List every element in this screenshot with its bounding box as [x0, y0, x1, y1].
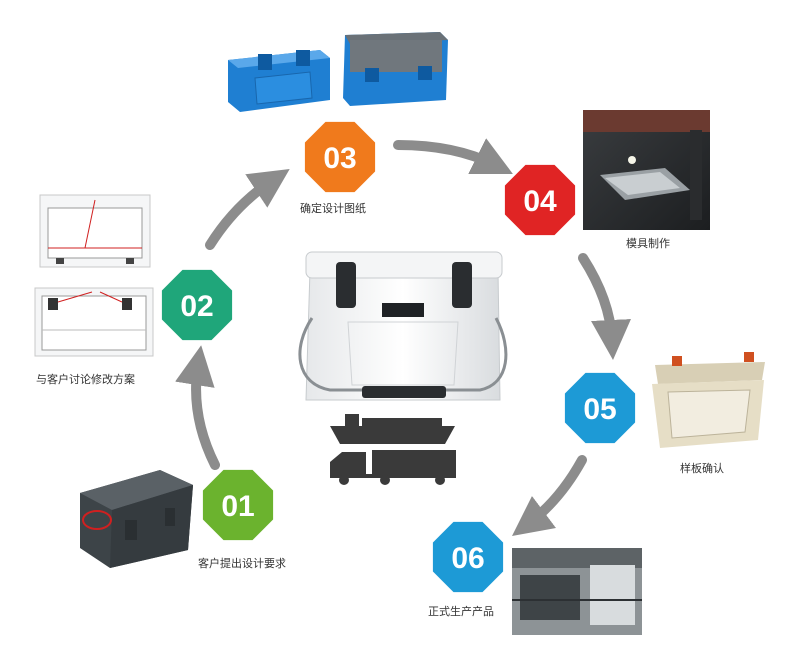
- step-badge-01: 01: [202, 469, 274, 541]
- step-03-caption: 确定设计图纸: [300, 202, 366, 215]
- octagon-badge-shape: [161, 269, 233, 341]
- image-mold-making: [583, 110, 710, 230]
- octagon-badge-shape: [304, 121, 376, 193]
- step-05-caption: 样板确认: [680, 462, 724, 475]
- step-number: 06: [451, 542, 484, 575]
- image-drawing-top: [39, 194, 151, 268]
- arrow-05-to-06: [512, 455, 587, 537]
- image-drawing-bottom: [34, 287, 154, 357]
- step-number: 05: [583, 393, 616, 426]
- arrow-03-to-04: [393, 138, 513, 174]
- octagon-badge-shape: [432, 521, 504, 593]
- step-badge-04: 04: [504, 164, 576, 236]
- arrow-01-to-02: [175, 345, 220, 470]
- step-badge-03: 03: [304, 121, 376, 193]
- image-factory: [512, 548, 642, 635]
- step-number: 01: [221, 490, 254, 523]
- step-06-caption: 正式生产产品: [428, 605, 494, 618]
- octagon-badge-shape: [504, 164, 576, 236]
- step-badge-05: 05: [564, 372, 636, 444]
- step-number: 04: [523, 185, 557, 218]
- truck-icon: [330, 450, 456, 485]
- step-number: 02: [180, 290, 213, 323]
- arrow-02-to-03: [205, 169, 290, 250]
- image-dark-cooler: [80, 470, 193, 568]
- arrow-04-to-05: [578, 253, 631, 360]
- octagon-badge-shape: [202, 469, 274, 541]
- step-02-caption: 与客户讨论修改方案: [36, 373, 135, 386]
- cycle-arrows: [175, 138, 631, 537]
- image-blue-cooler-right: [343, 32, 448, 106]
- image-center-cooler: [298, 251, 508, 401]
- step-badge-06: 06: [432, 521, 504, 593]
- step-04-caption: 模具制作: [626, 237, 670, 250]
- step-badge-02: 02: [161, 269, 233, 341]
- cargo-ship-icon: [330, 414, 455, 444]
- step-01-caption: 客户提出设计要求: [198, 557, 286, 570]
- image-blue-cooler-left: [228, 50, 330, 112]
- step-number: 03: [323, 142, 356, 175]
- image-open-cooler: [652, 352, 765, 448]
- octagon-badge-shape: [564, 372, 636, 444]
